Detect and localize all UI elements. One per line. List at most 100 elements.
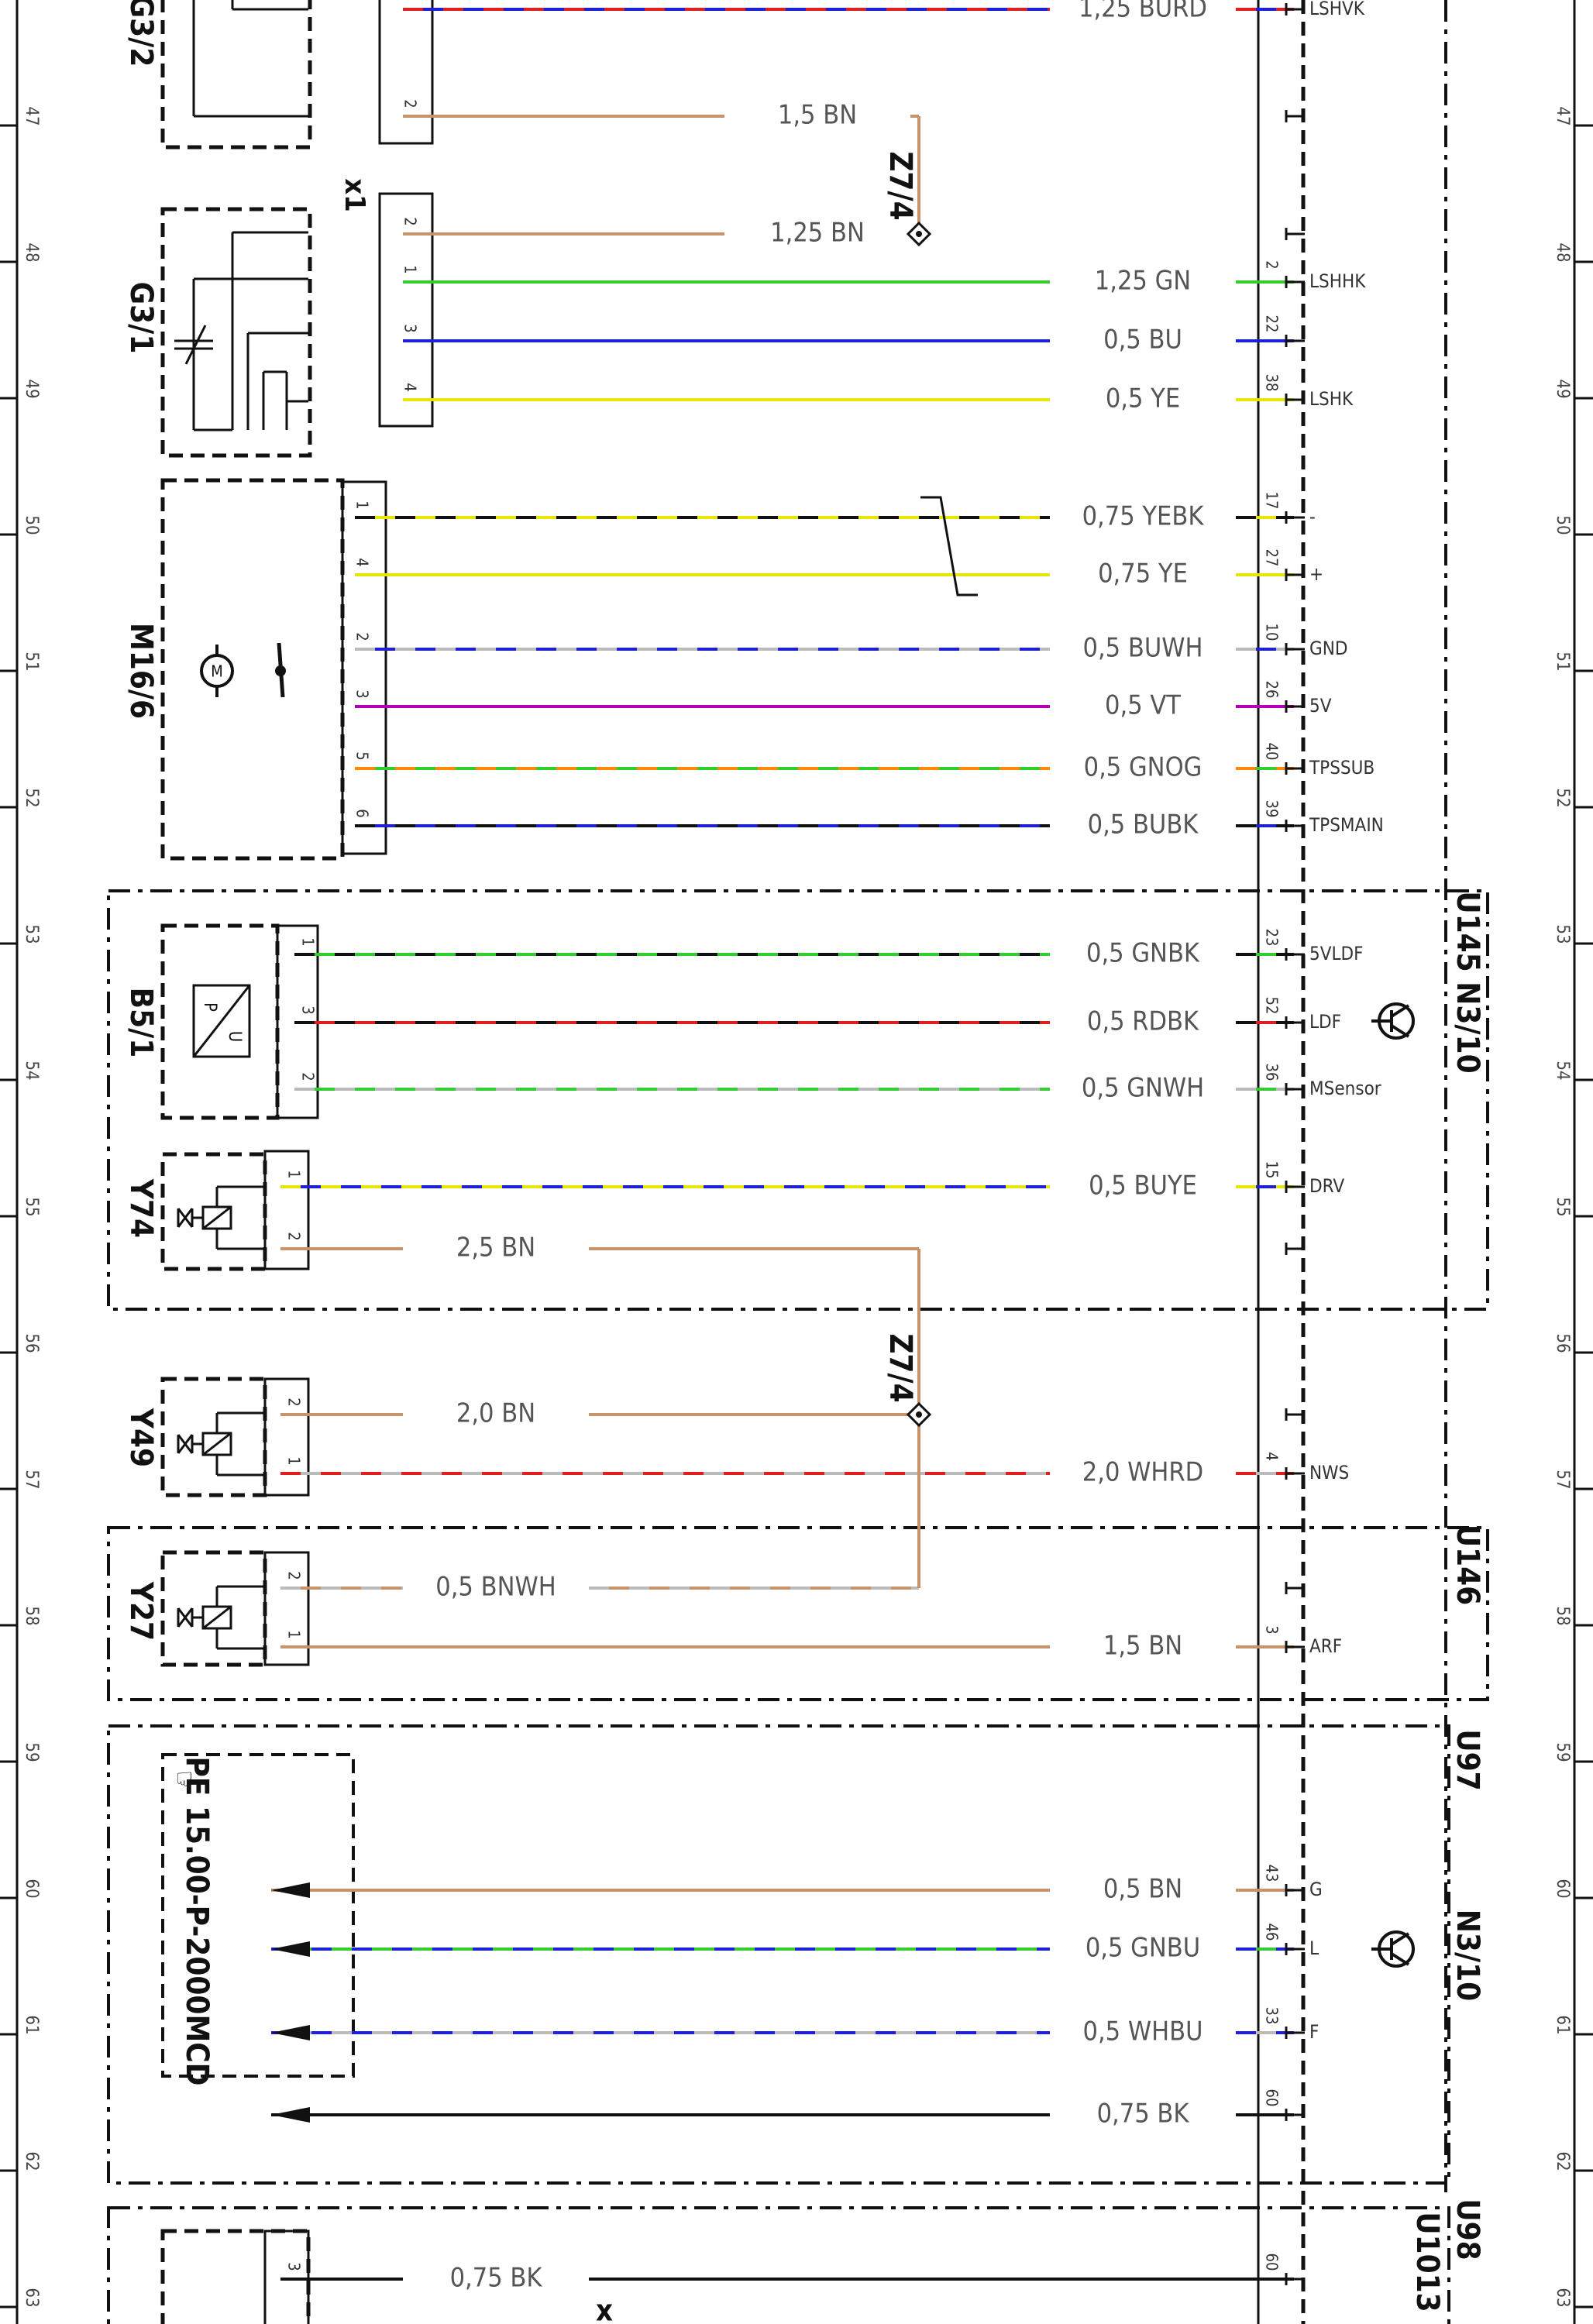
grid-row-number-right: 51 [1553, 651, 1572, 671]
signal-name: LSHK [1309, 388, 1354, 410]
splice-point-icon [916, 1411, 922, 1418]
component-label-x_mark: x [596, 2294, 613, 2324]
component-box-g3-1 [160, 207, 312, 458]
pin-number-left: 2 [285, 1232, 304, 1240]
pin-number-right: 22 [1263, 315, 1282, 333]
component-label-b5_1: B5/1 [123, 988, 159, 1058]
wire-label: 0,5 BU [1103, 325, 1182, 356]
signal-name: 5V [1309, 695, 1332, 717]
signal-name: F [1309, 2021, 1319, 2043]
component-boxes: MPU [107, 0, 1489, 2324]
ecu-transistor-icon [1390, 1932, 1410, 1946]
component-label-u97: U97 [1450, 1729, 1485, 1790]
wire-label: 0,75 YE [1098, 559, 1188, 590]
pin-number-right: 52 [1263, 997, 1282, 1015]
pin-number-left: 2 [401, 217, 420, 225]
component-label-z7_4_top: Z7/4 [883, 151, 918, 220]
pin-number-right: 10 [1263, 624, 1282, 641]
grid-row-number-left: 60 [22, 1879, 41, 1898]
pressure-sensor-icon [192, 984, 251, 1058]
solenoid-valve-icon-y74 [202, 1205, 232, 1230]
grid-row-number-left: 56 [22, 1333, 41, 1353]
signal-name: + [1309, 563, 1323, 585]
grid-row-number-left: 57 [22, 1470, 41, 1489]
pin-number-left: 3 [285, 2262, 304, 2271]
wire-label: 1,5 BN [1103, 1631, 1182, 1662]
pin-number-right: 26 [1263, 681, 1282, 699]
signal-name: TPSSUB [1309, 757, 1375, 779]
pointing-hand-icon: ☞ [168, 1770, 202, 1794]
pressure-sensor-icon-letter: P [200, 1002, 219, 1012]
grid-row-number-left: 52 [22, 788, 41, 807]
pin-number-left: 6 [353, 809, 372, 817]
grid-row-number-right: 48 [1553, 242, 1572, 262]
solenoid-valve-icon-y49 [177, 1434, 194, 1454]
grid-row-number-right: 50 [1553, 515, 1572, 535]
pin-number-right: 33 [1263, 2007, 1282, 2025]
module-box-u146 [107, 1526, 1489, 1701]
pin-number-left: 3 [299, 1006, 318, 1014]
component-label-u146: U146 [1450, 1525, 1485, 1605]
wire-label: 0,75 YEBK [1082, 501, 1205, 532]
signal-name: - [1309, 506, 1316, 528]
wire-label: 0,5 BN [1103, 1874, 1182, 1905]
grid-row-number-left: 50 [22, 515, 41, 535]
grid-row-number-right: 56 [1553, 1333, 1572, 1353]
wire-label: 0,5 YE [1106, 383, 1180, 414]
grid-row-number-left: 47 [22, 106, 41, 125]
pin-number-left: 1 [401, 0, 420, 2]
signal-name: GND [1309, 638, 1348, 659]
pin-number-right: 60 [1263, 2254, 1282, 2271]
signal-name: MSensor [1309, 1078, 1381, 1099]
arrow-head-icon [271, 2107, 310, 2123]
pin-number-right: 4 [1263, 1452, 1282, 1460]
component-label-y27: Y27 [123, 1581, 159, 1641]
wire-label: 2,0 BN [456, 1398, 535, 1429]
signal-name: NWS [1309, 1462, 1349, 1483]
pin-number-left: 2 [285, 1571, 304, 1580]
grid-row-number-left: 58 [22, 1606, 41, 1625]
wire-label: 0,5 GNBK [1086, 938, 1200, 969]
solenoid-valve-icon-y27 [177, 1607, 194, 1628]
component-label-m16_6: M16/6 [123, 623, 159, 719]
pin-number-left: 2 [285, 1397, 304, 1406]
component-label-y74: Y74 [123, 1178, 159, 1238]
pin-number-left: 1 [299, 937, 318, 946]
pin-number-left: 2 [353, 632, 372, 641]
throttle-valve-pivot [275, 665, 286, 676]
grid-row-number-right: 53 [1553, 924, 1572, 944]
component-box-m16-6 [160, 478, 345, 861]
arrow-head-icon [271, 2025, 310, 2040]
signal-name: G [1309, 1879, 1323, 1900]
component-label-u145_n3_10: U145 N3/10 [1450, 891, 1485, 1073]
motor-icon-letter: M [211, 662, 223, 681]
grid-row-number-left: 51 [22, 651, 41, 671]
grid-row-number-left: 54 [22, 1061, 41, 1080]
wire-label: 0,5 BUBK [1088, 810, 1199, 841]
ecu-transistor-icon [1390, 1952, 1410, 1966]
pin-number-right: 38 [1263, 374, 1282, 392]
component-label-z7_4_mid: Z7/4 [883, 1333, 918, 1402]
wire-label: 0,75 BK [450, 2263, 543, 2294]
wire-label: 0,5 VT [1105, 690, 1181, 721]
pin-number-right: 39 [1263, 800, 1282, 818]
pin-number-right: 60 [1263, 2089, 1282, 2107]
solenoid-valve-icon-y27 [202, 1605, 232, 1630]
component-label-y49: Y49 [123, 1408, 159, 1467]
grid-row-number-right: 54 [1553, 1061, 1572, 1080]
solenoid-valve-icon-y49 [202, 1432, 232, 1456]
connector-y74 [263, 1150, 310, 1270]
connector-x1 [378, 192, 434, 428]
pin-number-right: 15 [1263, 1161, 1282, 1179]
component-label-u98: U98 [1450, 2199, 1485, 2260]
pin-number-left: 1 [285, 1630, 304, 1638]
wire-label: 0,5 GNWH [1082, 1073, 1204, 1104]
solenoid-valve-icon-y74 [177, 1208, 194, 1228]
connector-y27 [263, 1551, 310, 1666]
pin-number-right: 3 [1263, 1625, 1282, 1634]
pin-number-right: 46 [1263, 1923, 1282, 1941]
grid-row-number-left: 62 [22, 2151, 41, 2171]
component-label-x1: x1 [339, 178, 370, 211]
